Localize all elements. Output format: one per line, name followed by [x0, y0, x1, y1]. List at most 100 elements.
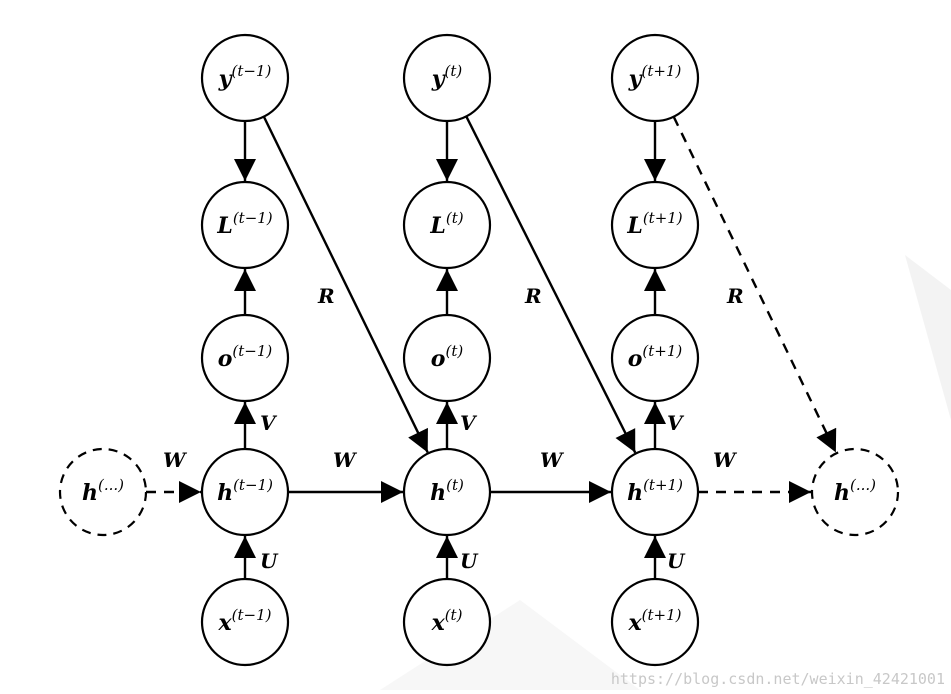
node-label: y(t) — [431, 62, 463, 92]
node-superscript: (t−1) — [233, 476, 273, 494]
node-superscript: (t) — [446, 209, 464, 227]
node-base: y — [218, 66, 234, 92]
node-circle — [402, 180, 492, 270]
node-x-x1: x(t−1) — [200, 577, 290, 667]
node-label: o(t+1) — [628, 342, 683, 372]
node-y-y2: y(t) — [402, 33, 492, 123]
node-label: L(t+1) — [626, 209, 682, 239]
edge-label-v: V — [667, 411, 685, 435]
node-superscript: (t+1) — [642, 342, 682, 360]
node-label: x(t) — [431, 606, 463, 636]
node-circle — [610, 447, 700, 537]
node-label: y(t−1) — [218, 62, 272, 92]
edges — [146, 115, 837, 579]
watermark-url: https://blog.csdn.net/weixin_42421001 — [610, 670, 945, 688]
node-base: h — [217, 480, 233, 506]
node-superscript: (...) — [850, 476, 876, 494]
edge-label-r: R — [317, 284, 335, 308]
node-label: h(t) — [430, 476, 464, 506]
node-superscript: (t+1) — [642, 606, 682, 624]
node-circle — [610, 180, 700, 270]
edge-label-v: V — [260, 411, 278, 435]
node-circle — [200, 313, 290, 403]
node-label: L(t) — [429, 209, 463, 239]
node-circle — [610, 33, 700, 123]
node-x-x3: x(t+1) — [610, 577, 700, 667]
nodes: y(t−1)y(t)y(t+1)L(t−1)L(t)L(t+1)o(t−1)o(… — [58, 33, 900, 667]
node-base: h — [834, 480, 850, 506]
edge-label-w: W — [713, 448, 738, 472]
node-y-y1: y(t−1) — [200, 33, 290, 123]
node-h-h0: h(...) — [58, 447, 148, 537]
edge-label-w: W — [333, 448, 358, 472]
node-circle — [402, 313, 492, 403]
node-superscript: (t−1) — [233, 209, 273, 227]
node-o-o1: o(t−1) — [200, 313, 290, 403]
node-label: h(...) — [82, 476, 124, 506]
node-base: h — [627, 480, 643, 506]
node-label: L(t−1) — [216, 209, 272, 239]
node-circle — [58, 447, 148, 537]
edge-label-w: W — [163, 448, 188, 472]
edge-label-u: U — [460, 549, 479, 573]
edge-target-to-next-hidden — [262, 116, 429, 453]
node-y-y3: y(t+1) — [610, 33, 700, 123]
node-superscript: (...) — [98, 476, 124, 494]
node-label: x(t+1) — [628, 606, 682, 636]
node-circle — [610, 313, 700, 403]
node-superscript: (t+1) — [643, 209, 683, 227]
node-label: x(t−1) — [218, 606, 272, 636]
node-circle — [610, 577, 700, 667]
node-base: L — [626, 213, 642, 239]
node-L-L3: L(t+1) — [610, 180, 700, 270]
node-superscript: (t) — [446, 476, 464, 494]
node-base: x — [218, 610, 233, 636]
node-h-h2: h(t) — [402, 447, 492, 537]
node-label: o(t−1) — [218, 342, 273, 372]
node-circle — [200, 577, 290, 667]
node-superscript: (t) — [445, 342, 463, 360]
edge-target-to-next-hidden — [465, 115, 637, 454]
edge-labels: W W W W V V V U U U R R R — [163, 284, 744, 573]
node-h-h3: h(t+1) — [610, 447, 700, 537]
node-circle — [200, 33, 290, 123]
node-circle — [810, 447, 900, 537]
node-L-L1: L(t−1) — [200, 180, 290, 270]
node-h-h1: h(t−1) — [200, 447, 290, 537]
background-watermark-shapes — [380, 255, 951, 690]
node-label: h(...) — [834, 476, 876, 506]
node-label: h(t−1) — [217, 476, 273, 506]
node-base: x — [628, 610, 643, 636]
node-o-o3: o(t+1) — [610, 313, 700, 403]
node-superscript: (t−1) — [231, 62, 271, 80]
node-base: o — [431, 346, 446, 372]
node-base: h — [430, 480, 446, 506]
node-base: L — [429, 213, 445, 239]
node-circle — [402, 447, 492, 537]
edge-target-to-next-hidden — [672, 116, 837, 453]
node-superscript: (t+1) — [641, 62, 681, 80]
node-label: y(t+1) — [628, 62, 682, 92]
node-superscript: (t+1) — [643, 476, 683, 494]
node-label: o(t) — [431, 342, 464, 372]
node-superscript: (t−1) — [232, 342, 272, 360]
node-label: h(t+1) — [627, 476, 683, 506]
node-superscript: (t) — [445, 62, 463, 80]
node-x-x2: x(t) — [402, 577, 492, 667]
node-superscript: (t−1) — [232, 606, 272, 624]
edge-label-r: R — [524, 284, 542, 308]
node-o-o2: o(t) — [402, 313, 492, 403]
node-circle — [402, 33, 492, 123]
edge-label-u: U — [667, 549, 686, 573]
node-base: y — [628, 66, 644, 92]
node-base: L — [216, 213, 232, 239]
edge-label-r: R — [726, 284, 744, 308]
node-L-L2: L(t) — [402, 180, 492, 270]
node-circle — [200, 180, 290, 270]
edge-label-v: V — [460, 411, 478, 435]
edge-label-u: U — [260, 549, 279, 573]
node-superscript: (t) — [445, 606, 463, 624]
node-base: x — [431, 610, 446, 636]
node-h-h4: h(...) — [810, 447, 900, 537]
